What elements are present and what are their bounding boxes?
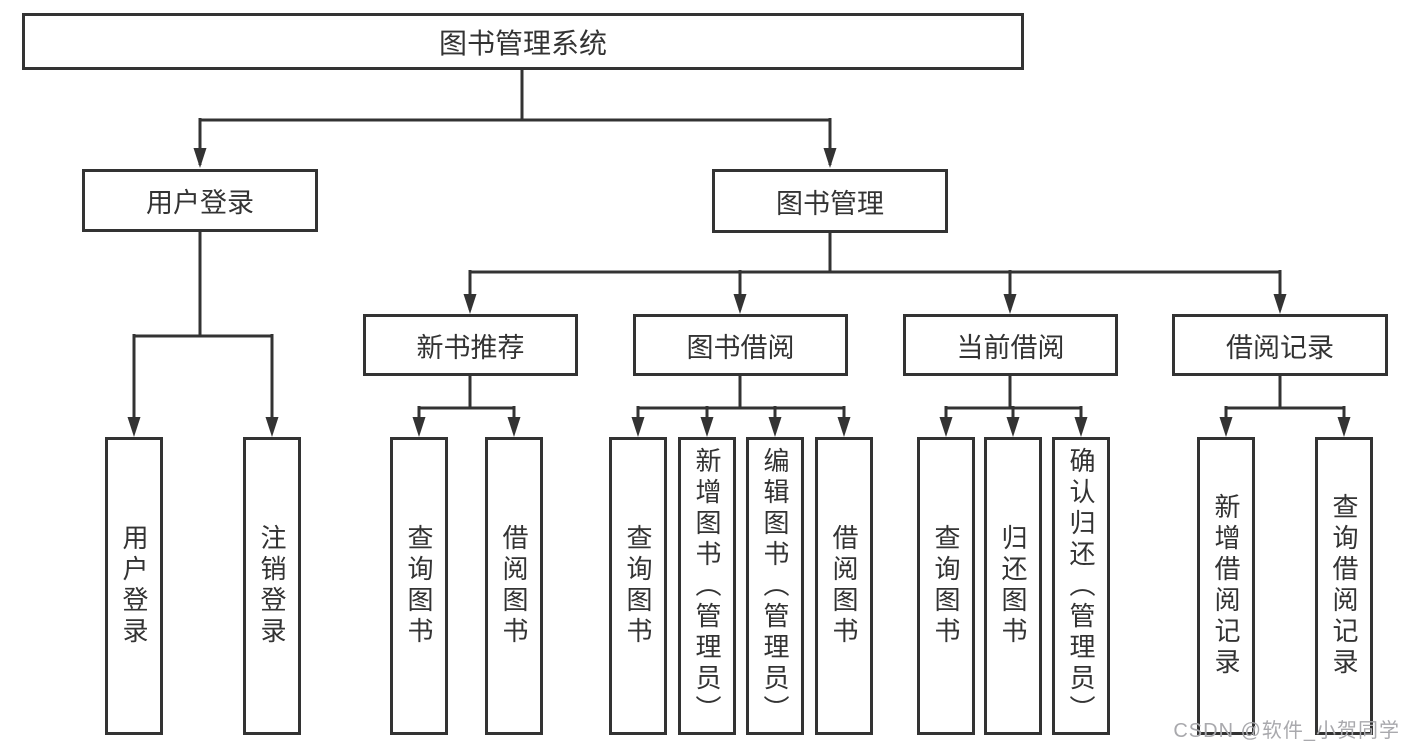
leaf-label: 归还图书 [998,524,1028,648]
edge-user-login-to-leaves [127,232,279,437]
node-label: 图书管理 [776,188,884,219]
leaf-label: 编辑图书（管理员） [760,446,790,726]
leaf-confirm-return-admin: 确认归还（管理员） [1052,437,1110,735]
edge-book-management-to-level3 [463,233,1287,314]
node-root-library-system: 图书管理系统 [22,13,1024,70]
leaf-add-book-admin: 新增图书（管理员） [678,437,736,735]
node-label: 图书借阅 [686,332,795,363]
node-label: 当前借阅 [956,332,1065,363]
node-label: 新书推荐 [416,332,525,363]
leaf-label: 注销登录 [257,524,287,648]
node-new-book-recommend: 新书推荐 [363,314,578,376]
node-book-borrow: 图书借阅 [633,314,848,376]
edge-borrow-records-to-leaves [1219,376,1351,437]
edge-book-borrow-to-leaves [631,376,851,437]
leaf-user-login: 用户登录 [105,437,163,735]
node-label: 用户登录 [146,188,254,218]
leaf-query-borrow-record: 查询借阅记录 [1315,437,1373,735]
leaf-query-books-borrow: 查询图书 [609,437,667,735]
watermark-text: CSDN @软件_小贺同学 [1173,720,1400,742]
node-book-management: 图书管理 [712,169,948,233]
node-borrow-records: 借阅记录 [1172,314,1388,376]
edge-new-book-recommend-to-leaves [412,376,521,437]
leaf-borrow-books-borrow: 借阅图书 [815,437,873,735]
node-label: 借阅记录 [1226,332,1334,363]
leaf-label: 新增图书（管理员） [692,446,722,726]
node-current-borrow: 当前借阅 [903,314,1118,376]
leaf-label: 查询图书 [623,524,653,648]
leaf-add-borrow-record: 新增借阅记录 [1197,437,1255,735]
leaf-borrow-books-recommend: 借阅图书 [485,437,543,735]
leaf-label: 查询图书 [404,524,434,648]
leaf-label: 确认归还（管理员） [1066,446,1096,726]
leaf-query-books-current: 查询图书 [917,437,975,735]
edge-current-borrow-to-leaves [939,376,1088,437]
leaf-edit-book-admin: 编辑图书（管理员） [746,437,804,735]
leaf-label: 借阅图书 [499,524,529,648]
leaf-label: 用户登录 [119,524,149,648]
edge-root-to-level2 [193,69,837,168]
leaf-return-book: 归还图书 [984,437,1042,735]
leaf-label: 查询借阅记录 [1329,493,1359,679]
leaf-label: 新增借阅记录 [1211,493,1241,679]
leaf-label: 借阅图书 [829,524,859,648]
leaf-label: 查询图书 [931,524,961,648]
node-user-login: 用户登录 [82,169,318,232]
leaf-query-books-recommend: 查询图书 [390,437,448,735]
node-label: 图书管理系统 [438,27,607,59]
leaf-logout: 注销登录 [243,437,301,735]
